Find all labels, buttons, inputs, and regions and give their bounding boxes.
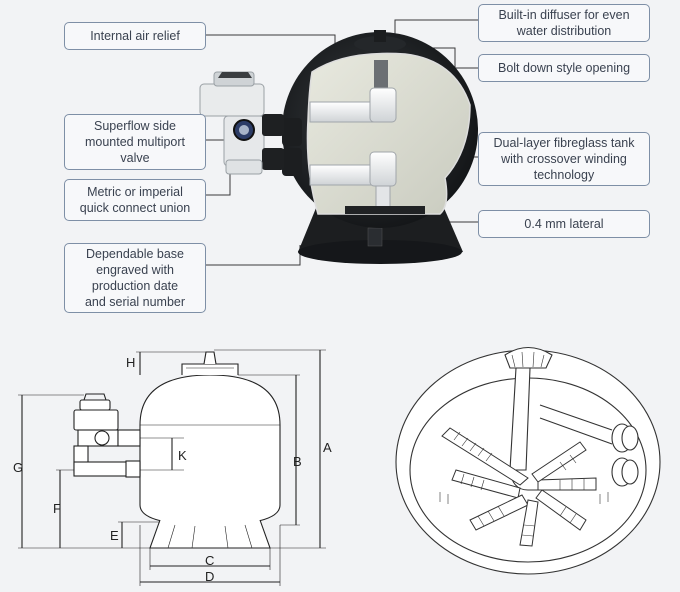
dim-label-g: G [13,460,23,475]
dim-label-d: D [205,569,214,584]
callout-dual-layer-tank: Dual-layer fibreglass tank with crossove… [478,132,650,186]
multiport-valve [199,71,284,175]
callout-built-in-diffuser: Built-in diffuser for even water distrib… [478,4,650,42]
callout-bolt-down-opening-text: Bolt down style opening [497,61,631,75]
dim-label-f: F [53,501,61,516]
callout-dependable-base-text: Dependable base engraved with production… [84,247,186,309]
callout-bolt-down-opening: Bolt down style opening [478,54,650,82]
callout-quick-connect-union-text: Metric or imperial quick connect union [79,185,191,215]
callout-multiport-valve: Superflow side mounted multiport valve [64,114,206,170]
callout-dual-layer-tank-text: Dual-layer fibreglass tank with crossove… [493,136,635,182]
callout-internal-air-relief-text: Internal air relief [90,29,180,43]
callout-built-in-diffuser-text: Built-in diffuser for even water distrib… [498,8,630,38]
dim-label-a: A [323,440,332,455]
filter-base [298,208,463,264]
callout-quick-connect-union: Metric or imperial quick connect union [64,179,206,221]
callout-multiport-valve-text: Superflow side mounted multiport valve [84,119,186,165]
dimension-drawing [18,349,326,586]
dim-label-c: C [205,553,214,568]
callout-lateral: 0.4 mm lateral [478,210,650,238]
dim-label-k: K [178,448,187,463]
callout-dependable-base: Dependable base engraved with production… [64,243,206,313]
dim-label-b: B [293,454,302,469]
callout-lateral-text: 0.4 mm lateral [524,217,604,231]
filter-tank [282,30,478,228]
dim-label-h: H [126,355,135,370]
internal-lateral-view [395,346,661,575]
callout-internal-air-relief: Internal air relief [64,22,206,50]
dimension-labels: H A B K G F E C D [13,355,332,584]
dim-label-e: E [110,528,119,543]
